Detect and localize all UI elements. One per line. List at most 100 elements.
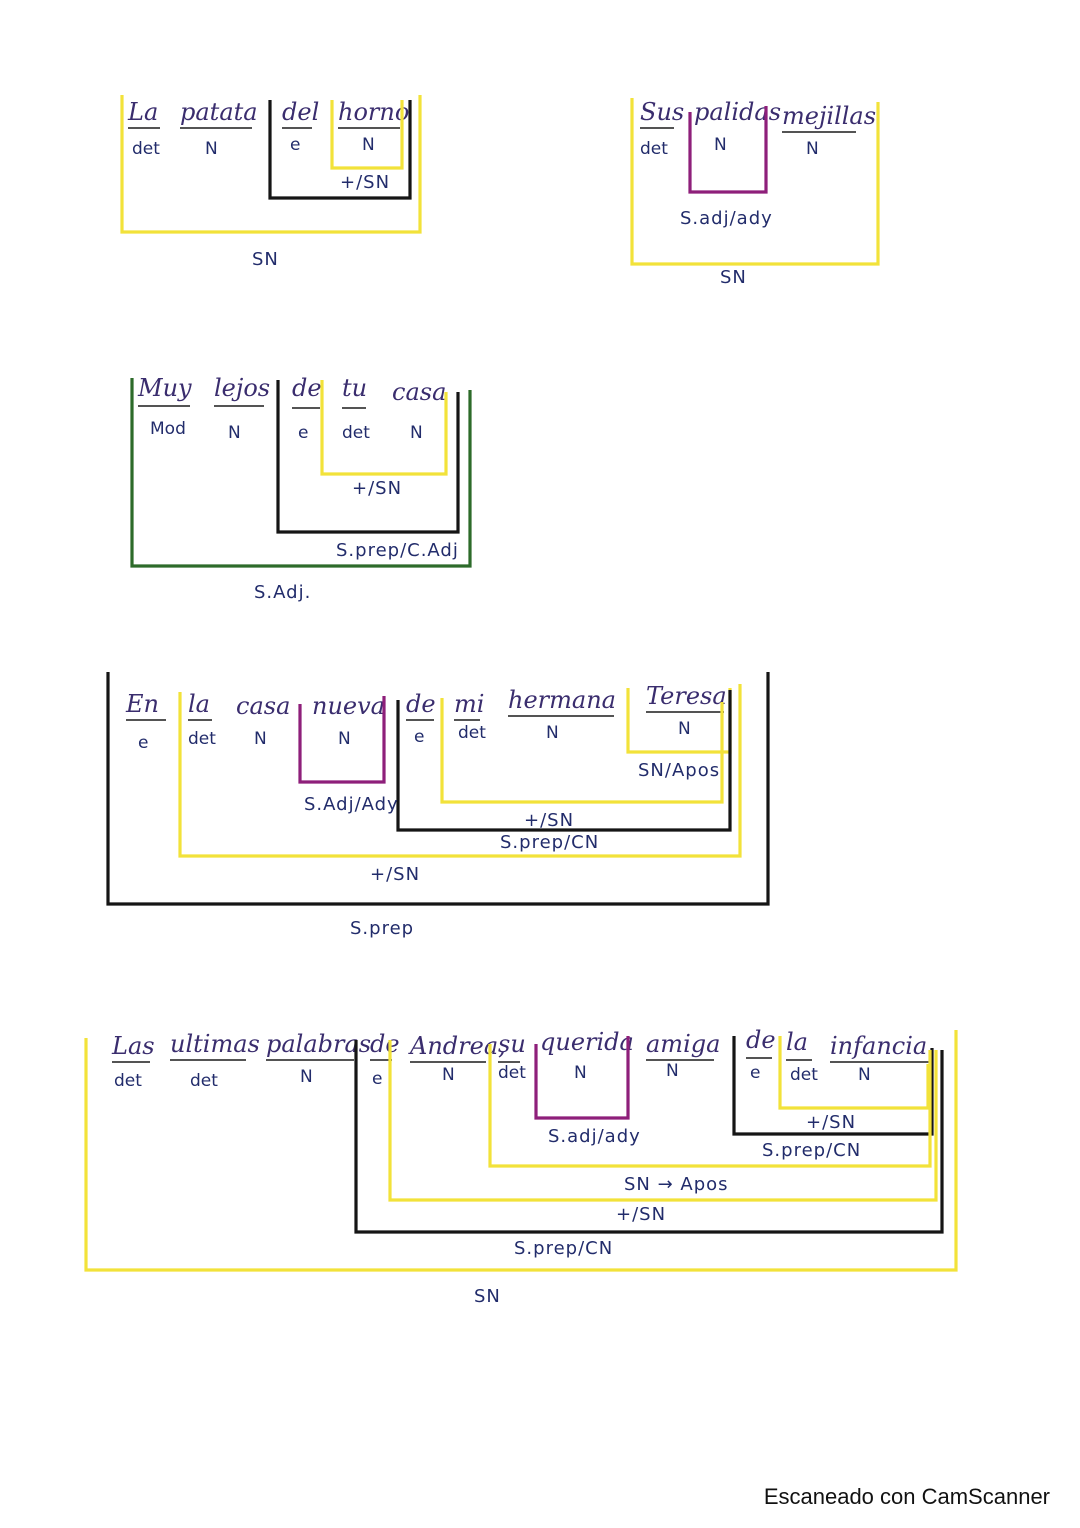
bracket-yellow	[630, 98, 880, 266]
category-tag: e	[414, 727, 424, 747]
word: Sus	[640, 98, 684, 126]
phrase-label: +/SN	[370, 864, 420, 885]
word: hermana	[508, 686, 616, 714]
word: lejos	[214, 374, 270, 402]
phrase-label: SN	[252, 249, 279, 270]
word: tu	[342, 374, 367, 402]
category-tag: det	[498, 1063, 526, 1083]
phrase-label: S.adj/ady	[548, 1126, 641, 1147]
word: de	[292, 374, 322, 402]
word: de	[370, 1030, 400, 1058]
category-tag: e	[138, 733, 148, 753]
word: patata	[180, 98, 258, 126]
category-tag: N	[442, 1065, 455, 1085]
word: Teresa	[646, 682, 727, 710]
bracket-purple	[534, 1036, 630, 1120]
word: la	[188, 690, 210, 718]
phrase-label: S.prep	[350, 918, 414, 939]
category-tag: det	[188, 729, 216, 749]
category-tag: e	[298, 423, 308, 443]
category-tag: det	[640, 139, 668, 159]
phrase-label: SN/Apos	[638, 760, 720, 781]
word: casa	[236, 692, 290, 720]
bracket-yellow	[178, 684, 742, 858]
word: la	[786, 1028, 808, 1056]
category-tag: N	[410, 423, 423, 443]
phrase-label: +/SN	[340, 172, 390, 193]
phrase-1: La patata del horno det N e N +/SN SN	[120, 95, 422, 270]
bracket-yellow	[120, 95, 422, 234]
phrase-label: S.Adj/Ady	[304, 794, 399, 815]
bracket-black	[354, 1040, 944, 1234]
phrase-label: S.prep/CN	[500, 832, 599, 853]
phrase-label: S.prep/CN	[762, 1140, 861, 1161]
category-tag: N	[228, 423, 241, 443]
category-tag: N	[338, 729, 351, 749]
word: En	[125, 690, 159, 718]
word: La	[127, 98, 158, 126]
category-tag: N	[546, 723, 559, 743]
category-tag: N	[666, 1061, 679, 1081]
category-tag: N	[678, 719, 691, 739]
word: palabras	[266, 1030, 371, 1058]
phrase-label: S.prep/CN	[514, 1238, 613, 1259]
word: palidas	[694, 98, 781, 126]
bracket-yellow	[84, 1030, 958, 1272]
bracket-green	[130, 378, 472, 568]
bracket-yellow	[330, 100, 404, 170]
bracket-black	[732, 1036, 934, 1136]
category-tag: N	[574, 1063, 587, 1083]
category-tag: e	[750, 1063, 760, 1083]
word: horno	[338, 98, 409, 126]
bracket-yellow	[778, 1036, 930, 1110]
phrase-label: S.prep/C.Adj	[336, 540, 459, 561]
category-tag: N	[300, 1067, 313, 1087]
phrase-label: SN → Apos	[624, 1174, 729, 1195]
bracket-yellow	[440, 698, 724, 804]
category-tag: det	[790, 1065, 818, 1085]
word: Muy	[137, 374, 192, 402]
phrase-label: S.adj/ady	[680, 208, 773, 229]
word: mi	[454, 690, 484, 718]
word: de	[406, 690, 436, 718]
word: ultimas	[170, 1030, 260, 1058]
bracket-yellow	[388, 1040, 938, 1202]
category-tag: N	[205, 139, 218, 159]
category-tag: det	[132, 139, 160, 159]
scanner-watermark: Escaneado con CamScanner	[763, 1484, 1050, 1509]
bracket-yellow	[488, 1044, 932, 1168]
category-tag: N	[806, 139, 819, 159]
word: casa	[392, 378, 446, 406]
category-tag: det	[114, 1071, 142, 1091]
category-tag: det	[458, 723, 486, 743]
word: Las	[111, 1032, 155, 1060]
phrase-label: +/SN	[616, 1204, 666, 1225]
category-tag: N	[858, 1065, 871, 1085]
word: nueva	[312, 692, 385, 720]
category-tag: e	[372, 1069, 382, 1089]
word: su	[498, 1030, 526, 1058]
phrase-label: SN	[720, 267, 747, 288]
phrase-5: Las ultimas palabras de Andrea, su queri…	[84, 1026, 958, 1307]
bracket-black	[276, 380, 460, 534]
phrase-label: +/SN	[352, 478, 402, 499]
phrase-label: +/SN	[806, 1112, 856, 1133]
category-tag: e	[290, 135, 300, 155]
bracket-black	[396, 690, 732, 832]
category-tag: N	[254, 729, 267, 749]
phrase-2: Sus palidas mejillas det N N S.adj/ady S…	[630, 98, 880, 288]
bracket-purple	[688, 106, 768, 194]
phrase-4: En la casa nueva de mi hermana Teresa e …	[106, 672, 770, 939]
word: del	[282, 98, 319, 126]
bracket-black	[106, 672, 770, 906]
word: mejillas	[782, 102, 876, 130]
word: de	[746, 1026, 776, 1054]
phrase-label: S.Adj.	[254, 582, 311, 603]
word: querida	[540, 1028, 634, 1056]
bracket-purple	[298, 696, 386, 784]
word: infancia	[830, 1032, 927, 1060]
phrase-label: SN	[474, 1286, 501, 1307]
bracket-yellow	[320, 380, 448, 476]
phrase-3: Muy lejos de tu casa Mod N e det N +/SN …	[130, 374, 472, 603]
